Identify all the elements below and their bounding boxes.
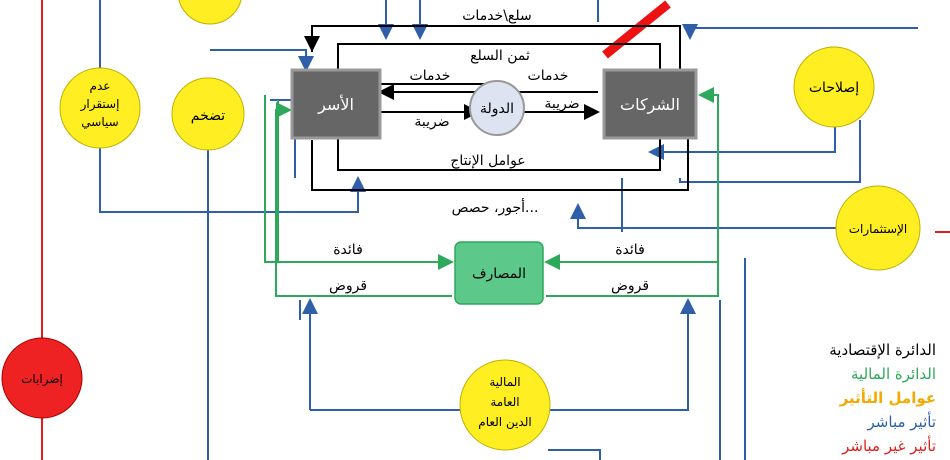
households-node[interactable]: الأسر: [290, 68, 382, 140]
loans-right-label: قروض: [611, 278, 649, 294]
goods-services-label: سلع\خدمات: [462, 8, 531, 24]
instability-label-3: سياسي: [81, 115, 118, 129]
legend-economic-circuit: الدائرة الإقتصادية: [829, 341, 936, 359]
instability-label-2: إستقرار: [80, 97, 120, 112]
state-node[interactable]: الدولة: [469, 80, 525, 136]
legend-direct-effect: تأثير مباشر: [867, 413, 936, 431]
households-label: الأسر: [317, 94, 354, 115]
legend-influence-factors: عوامل التأثير: [839, 389, 936, 407]
firms-node[interactable]: الشركات: [602, 68, 698, 140]
top-left-bubble: [178, 0, 242, 25]
production-factors-label: عوامل الإنتاج: [450, 153, 525, 169]
banks-label: المصارف: [472, 266, 526, 282]
tax-left-label: ضريبة: [414, 114, 449, 130]
banks-node[interactable]: المصارف: [454, 241, 544, 305]
reforms-bubble[interactable]: إصلاحات: [793, 46, 875, 128]
services-left-label: خدمات: [410, 68, 451, 84]
public-finance-label-3: الدين العام: [478, 415, 531, 430]
wages-label: أجور، حصص...: [452, 198, 539, 216]
loans-left-label: قروض: [329, 278, 367, 294]
legend-indirect-effect: تأثير غير مباشر: [842, 437, 936, 455]
legend-financial-circuit: الدائرة المالية: [851, 365, 936, 383]
inflation-bubble[interactable]: تضخم: [171, 77, 245, 151]
public-finance-label-1: المالية: [489, 375, 520, 389]
state-label: الدولة: [480, 101, 514, 117]
firms-label: الشركات: [620, 95, 680, 115]
reforms-label: إصلاحات: [809, 80, 859, 96]
investments-label: الإستثمارات: [849, 222, 908, 237]
financial-circuit-lines: [264, 87, 719, 297]
interest-left-label: فائدة: [333, 242, 363, 258]
services-right-label: خدمات: [528, 68, 569, 84]
investments-bubble[interactable]: الإستثمارات: [835, 185, 921, 271]
tax-right-label: ضريبة: [544, 96, 579, 112]
public-finance-label-2: العامة: [490, 395, 519, 409]
strikes-label: إضرابات: [21, 372, 63, 387]
public-finance-bubble[interactable]: المالية العامة الدين العام: [459, 359, 551, 451]
inflation-label: تضخم: [191, 108, 225, 124]
instability-label-1: عدم: [90, 79, 111, 93]
legend: الدائرة الإقتصادية الدائرة المالية عوامل…: [829, 338, 936, 458]
instability-bubble[interactable]: عدم إستقرار سياسي: [59, 67, 141, 149]
interest-right-label: فائدة: [615, 242, 645, 258]
strikes-bubble[interactable]: إضرابات: [1, 337, 83, 419]
goods-price-label: ثمن السلع: [470, 48, 530, 64]
